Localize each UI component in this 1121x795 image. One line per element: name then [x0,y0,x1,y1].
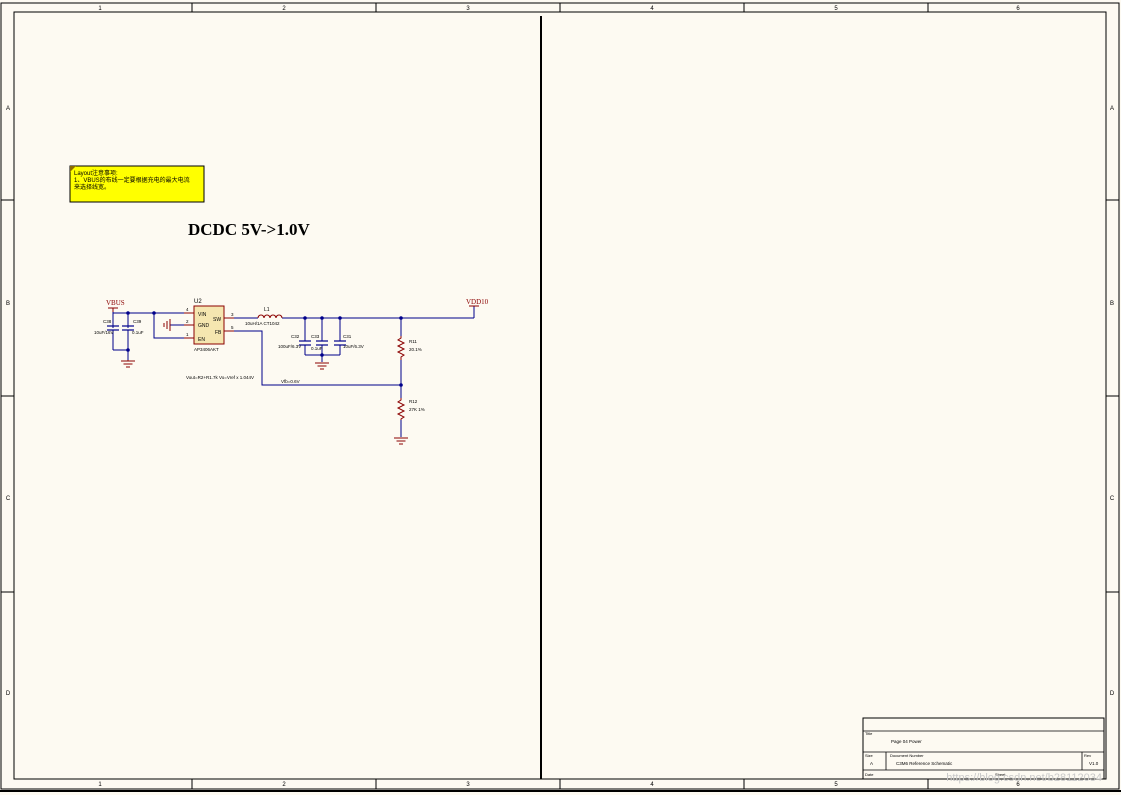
row-dividers [1,199,1119,593]
u2-pin-number: 4 [186,307,189,312]
u2-ref: U2 [194,299,202,305]
c31-value: 10uF/6.3V [343,344,364,349]
rev-label: Rev [1084,753,1091,758]
resistor-r12: R12 27K 1% [396,398,425,420]
c33-ref: C33 [311,334,320,339]
output-capacitor-c32 [299,340,311,346]
column-label-top: 1 [98,6,102,12]
vout-formula: Vout=R2+R1.7k Vo=Vref x 1.044V [186,375,254,380]
ground-symbol-ic [163,319,171,331]
sheet-label: Sheet [995,772,1006,777]
u2-pin-number: 1 [186,332,189,337]
r11-value: 20.1% [409,347,422,352]
row-label-right: D [1110,691,1115,697]
column-label-top: 3 [466,6,470,12]
column-label-top: 5 [834,6,838,12]
input-capacitor-c38 [107,325,119,331]
u2-pin-number: 2 [186,319,189,324]
column-dividers [191,3,929,789]
row-label-right: B [1110,301,1114,307]
size-value: A [870,761,873,766]
column-label-bottom: 2 [282,782,286,788]
r12-ref: R12 [409,399,418,404]
column-label-bottom: 6 [1016,782,1020,788]
output-capacitor-c31 [334,340,346,346]
note-line-3: 来选择线宽。 [74,183,110,191]
l1-ref: L1 [264,307,270,313]
u2-pin-en: EN [198,337,205,343]
dcdc-schematic: VBUS VDD10 C38 10uF/16V C39 0.1uF [94,298,489,445]
row-label-right: A [1110,106,1114,112]
column-label-bottom: 5 [834,782,838,788]
c33-value: 0.1uF [311,346,323,351]
c32-value: 100uF/6.3V [278,344,301,349]
column-label-bottom: 4 [650,782,654,788]
l1-value: 10uH/1A CT1042 [245,321,280,326]
u2-pin-number: 5 [231,325,234,330]
junctions [126,311,403,387]
inductor-l1: L1 10uH/1A CT1042 [245,307,283,326]
u2-part: AP3406AKT [194,347,219,352]
input-capacitor-c39 [122,325,134,331]
note-line-1: Layout注意事项: [74,169,118,177]
vbus-label: VBUS [106,299,125,307]
title-value: Page 04 Power [891,739,922,744]
date-label: Date [865,772,874,777]
c38-value: 10uF/16V [94,330,114,335]
title-block: Title Page 04 Power Size A Document Numb… [862,717,1105,780]
row-label-left: B [6,301,10,307]
row-label-left: A [6,106,10,112]
size-label: Size [865,753,874,758]
ground-symbol-input [121,360,135,368]
watermark: https://blog.csdn.net/b28112034 [946,772,1102,784]
c39-ref: C39 [133,319,142,324]
row-label-right: C [1110,496,1115,502]
title-label: Title [865,731,873,736]
schematic-title: DCDC 5V->1.0V [188,220,310,239]
column-label-bottom: 3 [466,782,470,788]
layout-note: Layout注意事项: 1、VBUS的布线一定要根据充电的最大电流 来选择线宽。 [69,165,205,203]
vdd10-label: VDD10 [466,298,489,306]
u2-pin-sw: SW [213,317,221,323]
output-capacitor-c33 [316,340,328,346]
column-label-top: 2 [282,6,286,12]
fb-net-label: Vfb=0.6V [281,379,300,384]
doc-number-label: Document Number [890,753,924,758]
c32-ref: C32 [291,334,300,339]
vbus-power-port: VBUS [106,299,125,312]
ground-symbol-output [315,362,329,370]
ic-u2: U2 AP3406AKT VIN GND EN SW FB 4 2 1 3 5 [184,299,234,352]
note-line-2: 1、VBUS的布线一定要根据充电的最大电流 [74,176,190,184]
c31-ref: C31 [343,334,352,339]
c39-value: 0.1uF [132,330,144,335]
u2-pin-gnd: GND [198,323,210,329]
u2-pin-number: 3 [231,312,234,317]
c38-ref: C38 [103,319,112,324]
resistor-r11: R11 20.1% [396,336,422,360]
row-label-left: C [6,496,11,502]
column-label-bottom: 1 [98,782,102,788]
doc-number-value: C3M6 Reference Schematic [896,761,953,766]
vdd10-power-port: VDD10 [466,298,489,307]
row-label-left: D [6,691,11,697]
rev-value: V1.0 [1089,761,1099,766]
u2-pin-fb: FB [215,330,222,336]
r11-ref: R11 [409,339,417,344]
r12-value: 27K 1% [409,407,425,412]
column-label-top: 6 [1016,6,1020,12]
ground-symbol-divider [394,437,408,445]
u2-pin-vin: VIN [198,312,207,318]
column-label-top: 4 [650,6,654,12]
